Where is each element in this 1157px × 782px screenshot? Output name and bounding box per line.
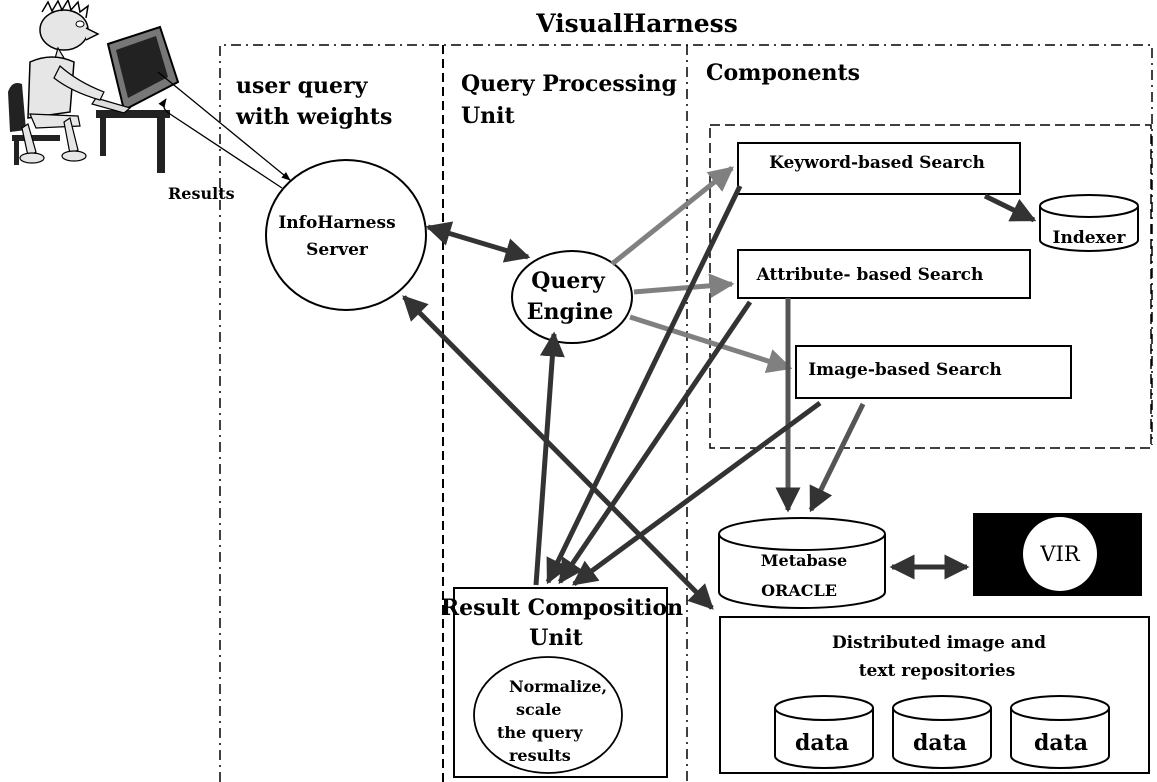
- user-at-computer-icon: [8, 0, 180, 173]
- normalize-label-line4: results: [509, 746, 571, 765]
- vir-label: VIR: [1039, 542, 1080, 566]
- server-repositories-arrow: [402, 295, 714, 610]
- indexer-label: Indexer: [1053, 228, 1127, 248]
- keyword-rcu-arrow: [545, 184, 743, 585]
- qpu-label-line2: Unit: [461, 103, 516, 129]
- metabase-cylinder: [718, 517, 886, 609]
- image-search-box: [795, 345, 1072, 399]
- infoharness-label-line1: InfoHarness: [278, 213, 395, 233]
- keyword-indexer-arrow: [983, 193, 1037, 223]
- diagram-title: VisualHarness: [535, 9, 738, 38]
- attribute-search-label: Attribute- based Search: [756, 265, 984, 285]
- normalize-label-line1: Normalize,: [509, 677, 607, 696]
- metabase-label-line2: ORACLE: [761, 581, 837, 600]
- data-label-1: data: [795, 730, 849, 756]
- qpu-label-line1: Query Processing: [461, 71, 677, 97]
- normalize-label-line3: the query: [497, 723, 583, 742]
- data-cylinder-1: [774, 695, 874, 769]
- rcu-engine-arrow: [533, 331, 565, 586]
- data-label-2: data: [913, 730, 967, 756]
- metabase-label-line1: Metabase: [761, 551, 847, 570]
- image-search-label: Image-based Search: [808, 360, 1002, 380]
- infoharness-server-node: [265, 159, 427, 311]
- repositories-label-line2: text repositories: [859, 661, 1016, 681]
- engine-keyword-arrow: [610, 166, 734, 266]
- data-cylinder-3: [1010, 695, 1110, 769]
- data-label-3: data: [1034, 730, 1088, 756]
- rcu-label-line2: Unit: [529, 625, 584, 651]
- keyword-search-label: Keyword-based Search: [769, 153, 985, 173]
- user-query-label-line1: user query: [236, 73, 369, 99]
- engine-attribute-arrow: [633, 273, 735, 299]
- user-query-label-line2: with weights: [235, 104, 392, 130]
- indexer-cylinder: [1039, 194, 1139, 252]
- vir-circle: [1023, 517, 1097, 591]
- server-engine-arrow: [425, 221, 531, 263]
- normalize-node: [473, 656, 623, 774]
- results-arrow: [158, 98, 283, 189]
- query-engine-label-line1: Query: [531, 268, 606, 294]
- results-label: Results: [168, 184, 235, 203]
- data-cylinder-2: [892, 695, 992, 769]
- repositories-label-line1: Distributed image and: [832, 633, 1046, 653]
- keyword-search-box: [737, 142, 1021, 195]
- query-arrow: [157, 71, 291, 181]
- normalize-label-line2: scale: [516, 700, 561, 719]
- attribute-search-box: [737, 249, 1031, 299]
- rcu-label-line1: Result Composition: [441, 595, 683, 621]
- components-label: Components: [706, 60, 860, 86]
- infoharness-label-line2: Server: [306, 240, 369, 260]
- image-metabase-arrow: [808, 402, 866, 513]
- query-engine-label-line2: Engine: [527, 299, 614, 325]
